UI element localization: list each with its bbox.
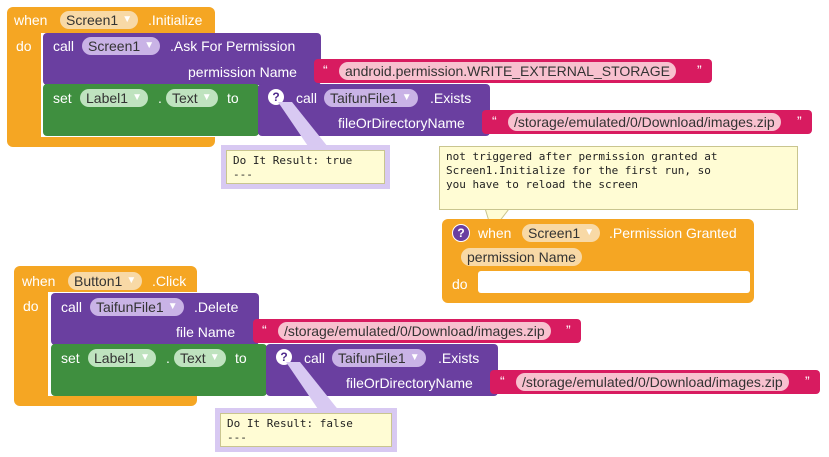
close-quote: ” — [797, 113, 802, 129]
chevron-down-icon: ▼ — [201, 92, 212, 103]
help-icon[interactable]: ? — [268, 89, 284, 105]
permission-granted-event-name: .Permission Granted — [609, 225, 737, 241]
open-quote: “ — [262, 322, 267, 338]
dot-label: . — [158, 90, 162, 106]
do-label: do — [23, 298, 39, 314]
do-it-result-false: Do It Result: false --- — [220, 413, 392, 447]
chevron-down-icon: ▼ — [126, 275, 137, 286]
chevron-down-icon: ▼ — [122, 14, 133, 25]
file-or-directory-param-label: fileOrDirectoryName — [338, 115, 465, 131]
close-quote: ” — [805, 373, 810, 389]
help-icon[interactable]: ? — [452, 224, 470, 242]
exists-method-label: .Exists — [430, 90, 472, 106]
call-label: call — [61, 299, 83, 315]
chevron-down-icon: ▼ — [144, 40, 155, 51]
set-label: set — [53, 90, 72, 106]
screen1-component-dropdown[interactable]: Screen1▼ — [522, 224, 601, 242]
open-quote: “ — [323, 62, 328, 78]
result-bubble-pointer — [286, 362, 340, 412]
file-or-directory-param-label: fileOrDirectoryName — [346, 375, 473, 391]
ask-for-permission-label: .Ask For Permission — [170, 38, 296, 54]
permission-string-field[interactable]: android.permission.WRITE_EXTERNAL_STORAG… — [339, 62, 676, 80]
to-label: to — [227, 90, 239, 106]
dot-label: . — [166, 350, 170, 366]
do-label: do — [16, 38, 32, 54]
label1-component-dropdown[interactable]: Label1▼ — [80, 89, 149, 107]
exists-method-label: .Exists — [438, 350, 480, 366]
close-quote: ” — [566, 322, 571, 338]
exists-path-string-field[interactable]: /storage/emulated/0/Download/images.zip — [516, 373, 789, 391]
when-label: when — [14, 12, 48, 28]
when-label: when — [478, 225, 512, 241]
permission-name-param[interactable]: permission Name — [461, 248, 582, 266]
label1-component-dropdown[interactable]: Label1▼ — [88, 349, 157, 367]
text-property-dropdown[interactable]: Text▼ — [166, 89, 218, 107]
click-event-name: .Click — [152, 273, 187, 289]
permission-comment[interactable]: not triggered after permission granted a… — [439, 146, 798, 210]
do-it-result-true: Do It Result: true --- — [226, 150, 385, 184]
delete-method-label: .Delete — [194, 299, 239, 315]
screen1-component-dropdown[interactable]: Screen1▼ — [60, 11, 139, 29]
to-label: to — [235, 350, 247, 366]
chevron-down-icon: ▼ — [584, 227, 595, 238]
delete-path-string-field[interactable]: /storage/emulated/0/Download/images.zip — [278, 322, 551, 340]
file-name-param-label: file Name — [176, 324, 236, 340]
open-quote: “ — [500, 373, 505, 389]
text-property-dropdown[interactable]: Text▼ — [174, 349, 226, 367]
screen1-method-dropdown[interactable]: Screen1▼ — [82, 37, 161, 55]
permission-granted-do-slot — [478, 271, 750, 293]
call-label: call — [304, 350, 326, 366]
taifunfile1-component-dropdown[interactable]: TaifunFile1▼ — [324, 89, 418, 107]
do-label: do — [452, 276, 468, 292]
chevron-down-icon: ▼ — [167, 301, 178, 312]
open-quote: “ — [492, 113, 497, 129]
help-icon[interactable]: ? — [276, 349, 292, 365]
set-label: set — [61, 350, 80, 366]
close-quote: ” — [697, 62, 702, 78]
set-label1-text-block[interactable] — [51, 344, 267, 396]
path-string-field[interactable]: /storage/emulated/0/Download/images.zip — [508, 113, 781, 131]
initialize-event-name: .Initialize — [148, 12, 203, 28]
chevron-down-icon: ▼ — [409, 352, 420, 363]
taifunfile1-component-dropdown[interactable]: TaifunFile1▼ — [90, 298, 184, 316]
taifunfile1-component-dropdown[interactable]: TaifunFile1▼ — [332, 349, 426, 367]
permission-name-param-label: permission Name — [188, 64, 297, 80]
call-label: call — [53, 38, 75, 54]
call-label: call — [296, 90, 318, 106]
chevron-down-icon: ▼ — [401, 92, 412, 103]
result-bubble-pointer — [278, 102, 332, 152]
chevron-down-icon: ▼ — [132, 92, 143, 103]
chevron-down-icon: ▼ — [209, 352, 220, 363]
when-label: when — [22, 273, 56, 289]
chevron-down-icon: ▼ — [140, 352, 151, 363]
set-label1-text-block[interactable] — [43, 84, 259, 136]
button1-component-dropdown[interactable]: Button1▼ — [68, 272, 143, 290]
